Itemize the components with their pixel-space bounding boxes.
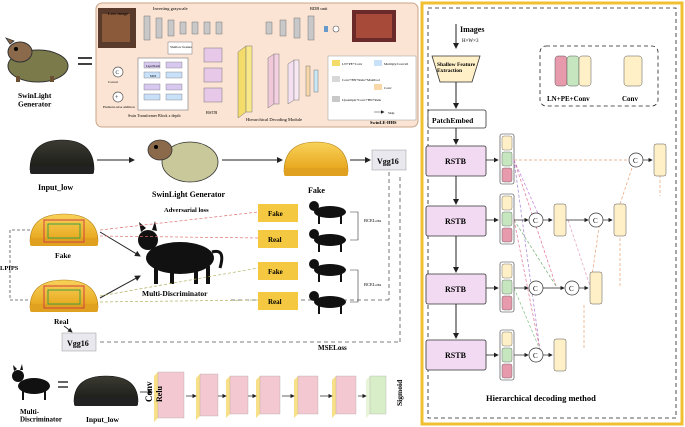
rstb-stack: RSTB xyxy=(203,47,223,115)
disc-pair-real-1: Real xyxy=(258,229,346,252)
disc-conv-label: Conv xyxy=(144,381,154,402)
svg-text:Skip: Skip xyxy=(388,111,395,115)
svg-text:Fake: Fake xyxy=(268,268,283,276)
skip-connections xyxy=(513,150,661,351)
real2-label: Real xyxy=(54,317,69,326)
layernorm-label: LayerNorm xyxy=(146,64,161,68)
rdb-unit-label: RDB unit xyxy=(310,6,328,11)
disc-sigmoid-label: Sigmoid xyxy=(395,379,404,406)
concat-c-1: C xyxy=(533,217,538,225)
images-dim-label: H×W×3 xyxy=(462,39,479,44)
svg-text:C: C xyxy=(116,71,120,76)
concat-c-5: C xyxy=(533,352,538,360)
rstb-column xyxy=(425,128,487,371)
swin-block-label: Swin Transformer Block x depth xyxy=(128,113,180,118)
fake-bread xyxy=(29,213,99,246)
conv-bars xyxy=(514,143,667,372)
patch-embed-label: PatchEmbed xyxy=(432,116,474,125)
concat-nodes xyxy=(528,152,644,363)
disc-cat-small xyxy=(12,364,50,400)
vgg16-top-label: Vgg16 xyxy=(377,157,399,166)
fake2-label: Fake xyxy=(55,251,72,260)
legend-a-label: LN+PE+Conv xyxy=(547,95,590,103)
disc-pair-fake-2: Fake BCELoss xyxy=(258,259,382,287)
right-panel-border xyxy=(420,1,684,426)
svg-text:Multiply/Conv2d: Multiply/Conv2d xyxy=(384,62,409,66)
low-image-label: Low image xyxy=(108,11,128,16)
concat-label: Concat xyxy=(108,80,118,84)
real-bread xyxy=(29,279,99,312)
concat-c-2: C xyxy=(593,217,598,225)
disc-layers xyxy=(154,371,387,422)
svg-text:Conv: Conv xyxy=(384,86,392,90)
mse-loss-label: MSELoss xyxy=(318,344,347,352)
swinlight-generator-mascot xyxy=(4,37,69,83)
svg-text:+: + xyxy=(115,95,119,101)
panel-legend: LN+PE+Conv Conv+BN+Relu+MaxPool Upsample… xyxy=(332,60,409,115)
disc-pair-fake-1: Fake BCELoss xyxy=(258,201,382,224)
images-label: Images xyxy=(460,25,484,34)
multi-discriminator-cat xyxy=(138,221,224,284)
inverting-grayscale-label: Inverting grayscale xyxy=(153,6,188,11)
shallow-label: Shallow Feature Extraction xyxy=(437,62,477,74)
generator-label: SwinLight Generator xyxy=(18,91,53,108)
svg-text:LN+PE+Conv: LN+PE+Conv xyxy=(342,62,363,66)
fake-bread-top xyxy=(283,141,349,176)
lpips-label: LPIPS xyxy=(0,265,19,272)
legend-mini-stack xyxy=(554,55,643,87)
rstb-label-3: RSTB xyxy=(445,285,467,294)
svg-text:Fake: Fake xyxy=(268,210,283,218)
patch-embed xyxy=(427,109,487,129)
disc-pair-real-2: Real xyxy=(258,291,346,314)
legend-b-label: Conv xyxy=(622,95,638,103)
disc-relu-label: Relu xyxy=(155,385,164,402)
svg-text:Conv+BN+Relu+MaxPool: Conv+BN+Relu+MaxPool xyxy=(342,78,380,82)
input-low-label: Input_low xyxy=(38,183,73,192)
shallow-feature-label: Shallow feature xyxy=(170,45,193,49)
vgg16-bottom-label: Vgg16 xyxy=(67,339,89,348)
generator-panel: Low image Inverting grayscale RDB unit S… xyxy=(95,2,419,128)
input-low-bread xyxy=(29,139,95,174)
decode-stacks xyxy=(486,133,515,381)
generator-mascot-small xyxy=(147,139,219,183)
concat-c-4: C xyxy=(569,285,574,293)
svg-text:Upsample+Conv+BN+Relu: Upsample+Conv+BN+Relu xyxy=(342,98,381,102)
hierarchical-decoding-module: Hierarchical Decoding Module xyxy=(237,45,319,122)
shallow-feature-trapezoid xyxy=(431,55,481,83)
adversarial-loss-label: Adversarial loss xyxy=(164,207,209,214)
rstb-label-2: RSTB xyxy=(445,217,467,226)
rstb-label: RSTB xyxy=(206,110,217,115)
encoder-blocks xyxy=(143,15,340,41)
multi-disc-label: Multi-Discriminator xyxy=(142,289,208,298)
concat-c-3: C xyxy=(533,285,538,293)
svg-text:BCELoss: BCELoss xyxy=(364,218,382,223)
fake-top-label: Fake xyxy=(308,186,325,195)
svg-text:Real: Real xyxy=(268,236,282,244)
vgg16-top xyxy=(371,149,407,171)
panel-footer: SwinLE-HHS xyxy=(370,120,397,125)
rstb-label-1: RSTB xyxy=(445,157,467,166)
mlp-label: MLP xyxy=(150,74,157,78)
hdm-label: Hierarchical Decoding Module xyxy=(246,117,302,122)
elementwise-label: Element-wise addition xyxy=(103,105,135,109)
vgg16-bottom xyxy=(61,332,97,352)
concat-c-6: C xyxy=(633,157,638,165)
generator-flow-label: SwinLight Generator xyxy=(152,190,226,199)
disc-input-label: Input_low xyxy=(86,415,120,424)
rstb-label-4: RSTB xyxy=(445,351,467,360)
disc-input-bread xyxy=(73,375,139,406)
disc-label: Multi- Discriminator xyxy=(20,408,62,424)
right-title: Hierarchical decoding method xyxy=(486,393,596,403)
svg-text:BCELoss: BCELoss xyxy=(364,282,382,287)
svg-text:Real: Real xyxy=(268,298,282,306)
